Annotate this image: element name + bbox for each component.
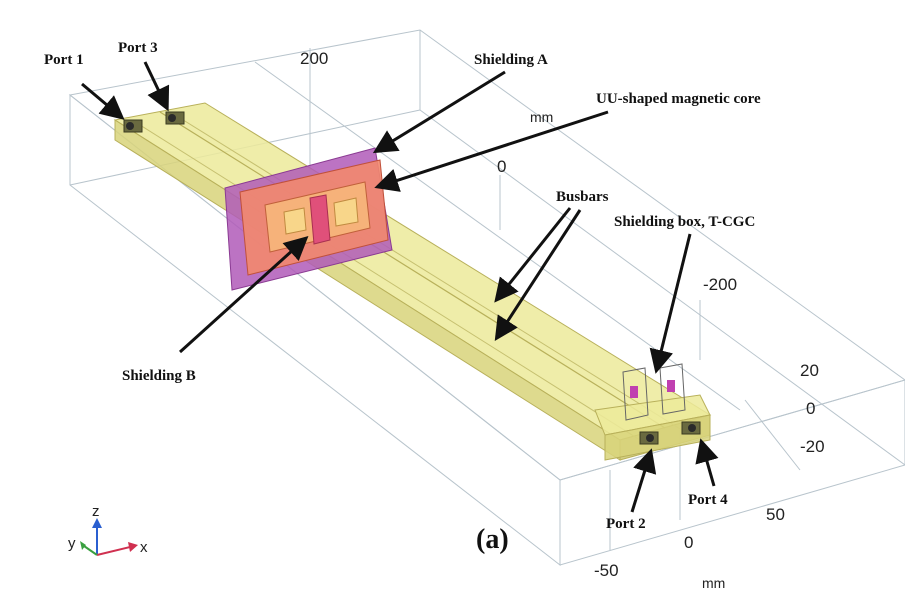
busbar-line: [139, 124, 641, 441]
arrow-port3: [143, 61, 170, 112]
terminal-bolt: [126, 122, 134, 130]
label-port2: Port 2: [606, 516, 646, 532]
label-port3: Port 3: [118, 40, 158, 56]
port2-bolt: [646, 434, 654, 442]
triad-x-axis: [96, 546, 131, 556]
arrow-shield-box: [649, 233, 692, 374]
tick-y-m200: -200: [703, 275, 737, 294]
label-port4: Port 4: [688, 492, 728, 508]
triad-y-label: y: [68, 535, 76, 552]
grid-line: [744, 399, 801, 471]
sensor-chip: [630, 386, 638, 398]
tick-x-m50: -50: [594, 561, 619, 580]
box-right-face: [559, 379, 905, 566]
arrow-core: [374, 110, 609, 192]
triad-z-label: z: [92, 503, 100, 520]
port4-bolt: [688, 424, 696, 432]
label-core: UU-shaped magnetic core: [596, 91, 761, 107]
arrow-port2: [630, 448, 657, 513]
arrow-shielding-a: [372, 70, 506, 154]
axis-triad: z y x: [68, 503, 148, 556]
terminal-bolt: [168, 114, 176, 122]
arrow-shielding-b: [178, 235, 309, 354]
label-shielding-a: Shielding A: [474, 52, 548, 68]
label-port1: Port 1: [44, 52, 84, 68]
port3-terminal: [165, 111, 185, 125]
tick-z-0: 0: [806, 399, 815, 418]
arrow-busbar-2: [494, 209, 582, 342]
arrow-busbar-1: [494, 207, 572, 303]
tick-y-0: 0: [497, 157, 506, 176]
triad-x-label: x: [140, 539, 148, 556]
tick-y-200: 200: [300, 49, 328, 68]
shield-box-right: [659, 363, 686, 415]
tick-x-0: 0: [684, 533, 693, 552]
far-end-block: [594, 394, 711, 461]
shielding-b-insert: [309, 194, 331, 245]
busbar-top: [113, 102, 712, 441]
label-shield-box: Shielding box, T-CGC: [614, 214, 755, 230]
triad-z-head: [92, 518, 102, 528]
busbar-line: [179, 117, 686, 433]
triad-x-head: [128, 542, 138, 552]
sensor-chip: [667, 380, 675, 392]
figure-caption: (a): [476, 524, 509, 555]
tick-z-m20: -20: [800, 437, 825, 456]
tick-x-50: 50: [766, 505, 785, 524]
arrow-port4: [695, 438, 719, 487]
arrow-port1: [81, 82, 125, 120]
label-busbars: Busbars: [556, 189, 609, 205]
shield-box-left: [622, 367, 649, 421]
triad-y-head: [80, 541, 86, 550]
magnetic-core: [239, 159, 389, 276]
core-gap: [333, 197, 359, 227]
box-back-bottom-edge: [419, 109, 905, 466]
tick-z-20: 20: [800, 361, 819, 380]
port1-terminal: [123, 119, 143, 133]
triad-y-axis: [83, 545, 98, 556]
unit-top: mm: [530, 109, 553, 125]
busbar-divider: [159, 111, 666, 429]
box-top-face: [68, 29, 905, 481]
unit-bottom: mm: [702, 575, 725, 591]
core-gap: [283, 207, 307, 235]
bounding-box: [68, 29, 905, 567]
shielding-box: [622, 363, 686, 421]
label-shielding-b: Shielding B: [122, 368, 196, 384]
